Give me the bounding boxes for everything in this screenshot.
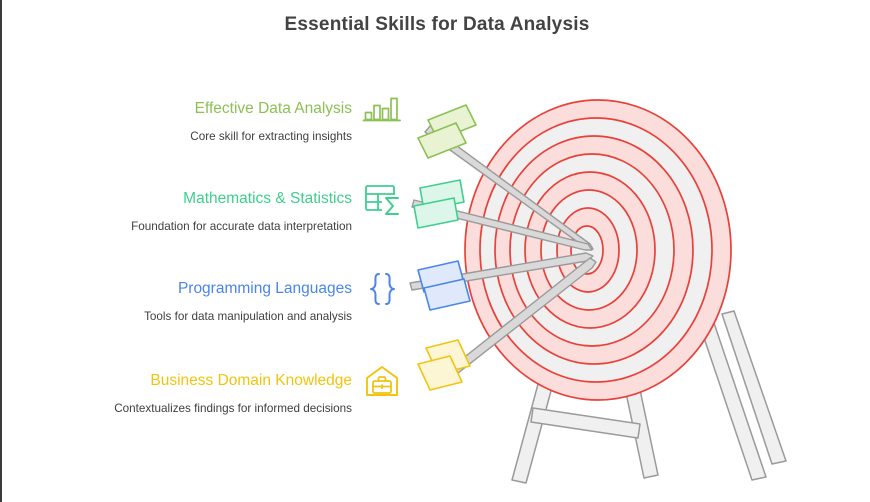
archery-target-illustration — [400, 78, 870, 502]
skill-title: Business Domain Knowledge — [150, 372, 352, 390]
skill-header: Effective Data Analysis — [42, 92, 402, 126]
arrow-blue — [409, 252, 594, 311]
skill-title: Effective Data Analysis — [194, 100, 352, 118]
briefcase-house-icon — [362, 364, 402, 398]
arrow-green — [417, 104, 594, 250]
table-sigma-icon — [362, 182, 402, 216]
target-rings — [464, 99, 732, 401]
skill-description: Tools for data manipulation and analysis — [144, 310, 352, 323]
skill-header: Business Domain Knowledge — [42, 364, 402, 398]
skill-item-mathematics-statistics[interactable]: Mathematics & Statistics — [42, 182, 402, 235]
skill-description: Contextualizes findings for informed dec… — [114, 402, 352, 415]
arrow-yellow — [417, 257, 597, 391]
skill-title: Programming Languages — [177, 280, 352, 298]
target-stand — [511, 310, 787, 484]
skill-item-business-domain-knowledge[interactable]: Business Domain Knowledge Contextualizes… — [42, 364, 402, 417]
skill-description: Core skill for extracting insights — [190, 130, 352, 143]
page-title: Essential Skills for Data Analysis — [284, 14, 590, 35]
bar-chart-icon — [362, 92, 402, 126]
arrow-teal — [411, 179, 593, 251]
skill-title: Mathematics & Statistics — [183, 190, 352, 208]
skill-header: Mathematics & Statistics — [42, 182, 402, 216]
curly-braces-icon — [362, 272, 402, 306]
skill-header: Programming Languages — [42, 272, 402, 306]
skill-description: Foundation for accurate data interpretat… — [131, 220, 352, 233]
skill-item-programming-languages[interactable]: Programming Languages Tools for data man… — [42, 272, 402, 325]
skill-item-effective-data-analysis[interactable]: Effective Data Analysis Core skill for e… — [42, 92, 402, 145]
